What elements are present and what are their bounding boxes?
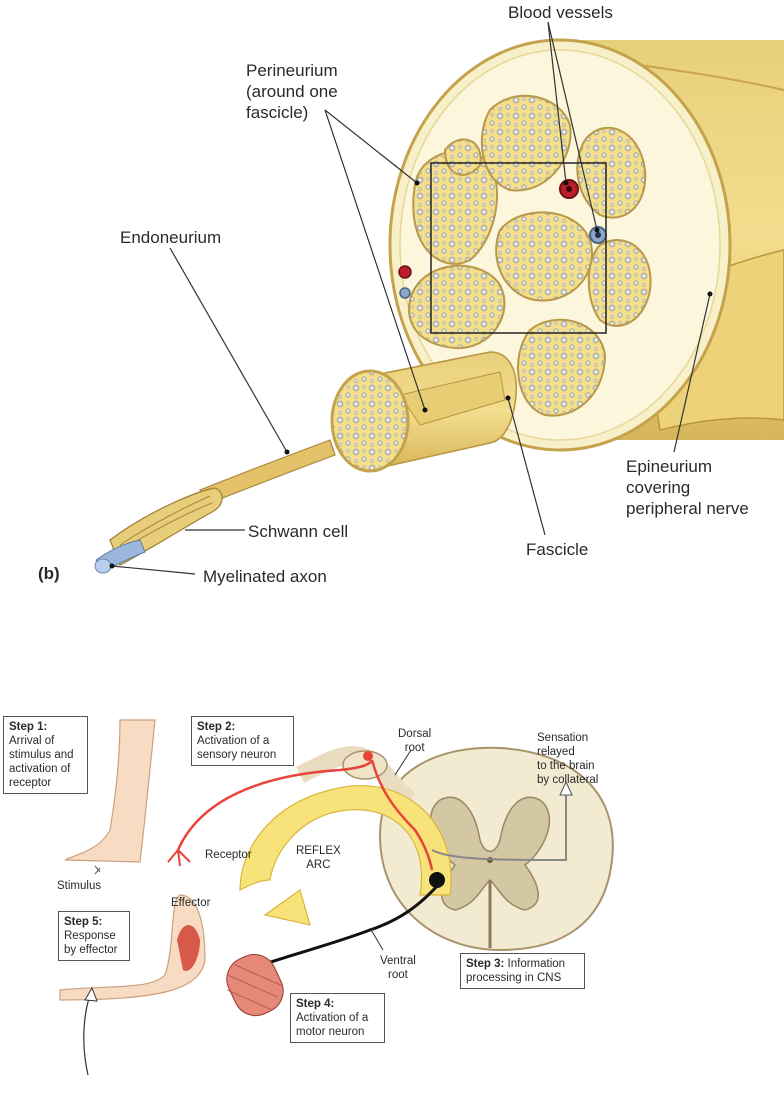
effector-label: Effector — [171, 897, 211, 909]
perineurium-label: Perineurium (around one fascicle) — [246, 61, 338, 122]
step-5-text: Response by effector — [64, 930, 118, 956]
stimulus-label: Stimulus — [57, 880, 102, 892]
step-5-box: Step 5: Response by effector — [58, 911, 130, 961]
reflex-arc-label: REFLEX ARC — [296, 845, 341, 871]
sensory-neuron — [176, 759, 434, 871]
step-2-box: Step 2: Activation of a sensory neuron — [191, 716, 294, 766]
step-4-title: Step 4: — [296, 998, 335, 1010]
endoneurium-label: Endoneurium — [120, 228, 222, 247]
panel-letter: (b) — [38, 564, 60, 583]
highlight-square — [430, 162, 607, 334]
endoneurium-strand — [199, 439, 336, 506]
ventral-root-label: Ventral root — [380, 955, 416, 981]
step-4-text: Activation of a motor neuron — [296, 1012, 369, 1038]
epineurium-label: Epineurium covering peripheral nerve — [626, 457, 749, 518]
step-4-box: Step 4: Activation of a motor neuron — [290, 993, 385, 1043]
step-2-text: Activation of a sensory neuron — [197, 735, 277, 761]
step-3-title: Step 3: — [466, 958, 505, 970]
fascicle-label: Fascicle — [526, 540, 589, 559]
step-1-title: Step 1: — [9, 721, 48, 733]
fascicle-end — [330, 369, 410, 473]
nerve-illustration — [94, 21, 784, 575]
myelinated-axon-label: Myelinated axon — [203, 567, 327, 586]
schwann-cell-label: Schwann cell — [248, 522, 349, 541]
dorsal-root-label: Dorsal root — [398, 728, 432, 754]
arm-upper — [64, 719, 156, 863]
step-1-box: Step 1: Arrival of stimulus and activati… — [3, 716, 88, 794]
blood-vessels-label: Blood vessels — [508, 3, 613, 22]
muscle-bundle — [226, 953, 284, 1017]
arm-lower — [59, 894, 206, 1001]
step-1-text: Arrival of stimulus and activation of re… — [9, 735, 74, 789]
step-3-text: Information processing in CNS — [466, 958, 566, 984]
step-5-title: Step 5: — [64, 916, 103, 928]
step-2-title: Step 2: — [197, 721, 236, 733]
fascicles — [408, 94, 652, 417]
receptor-label: Receptor — [205, 849, 252, 861]
step-3-box: Step 3: Information processing in CNS — [460, 953, 585, 989]
sensation-label: Sensation relayed to the brain by collat… — [537, 732, 599, 786]
